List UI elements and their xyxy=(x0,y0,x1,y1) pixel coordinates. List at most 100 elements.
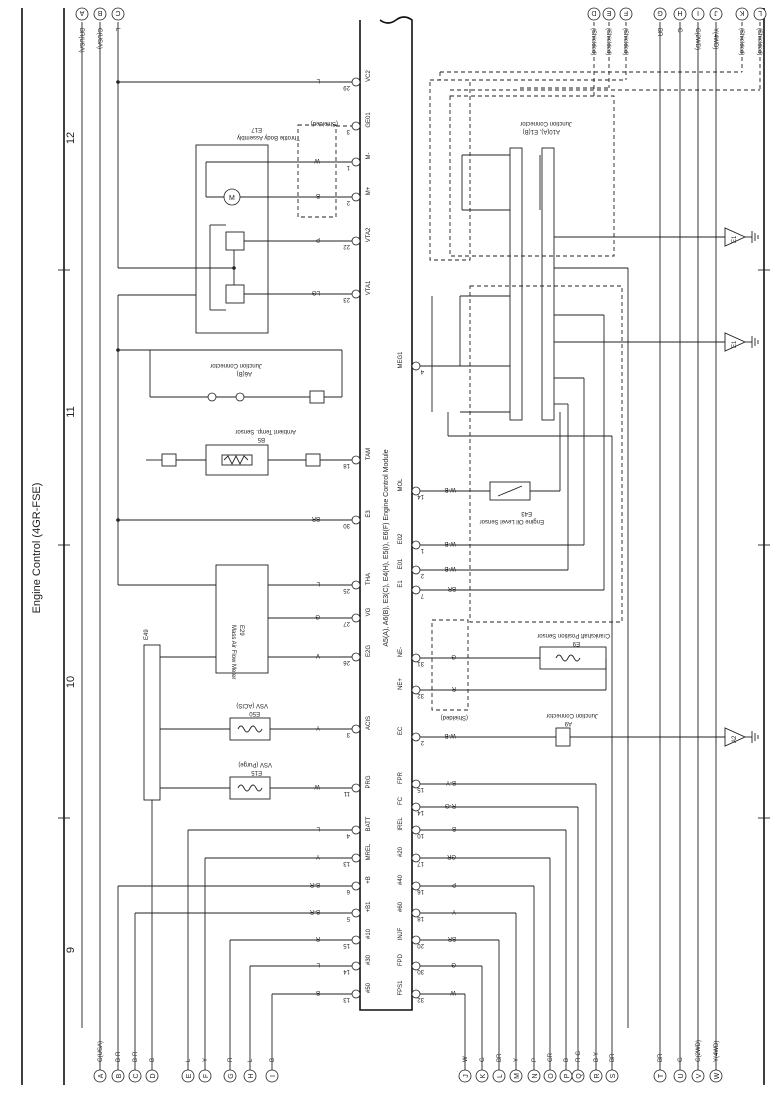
svg-text:BR: BR xyxy=(658,1053,664,1062)
bottom-connector-K: KG xyxy=(475,1028,489,1083)
ecm-pin-name: THA xyxy=(366,573,372,585)
top-connector-A: ABR(USA) xyxy=(75,7,89,53)
ecm-pin-name: +B xyxy=(366,876,372,884)
svg-text:B: B xyxy=(150,1058,156,1062)
wire-color-label: B-R xyxy=(309,881,320,887)
svg-text:O: O xyxy=(548,1073,555,1079)
ecm-pin-number: 1 xyxy=(420,547,424,553)
svg-text:B: B xyxy=(270,1058,276,1062)
ecm-pin-name: IREL xyxy=(398,817,404,831)
ecm-pin-name: #60 xyxy=(398,901,404,912)
ecm-pin-name: TAM xyxy=(366,448,372,460)
svg-text:Ambient Temp. Sensor: Ambient Temp. Sensor xyxy=(235,428,296,434)
svg-text:B-Y: B-Y xyxy=(594,1052,600,1062)
bottom-connector-I: IB xyxy=(265,1028,279,1083)
bottom-connector-N: NP xyxy=(527,1028,541,1083)
bottom-connector-R: RB-Y xyxy=(589,1028,603,1083)
vsv-acis: E50 VSV (ACIS) xyxy=(160,702,352,741)
svg-text:E: E xyxy=(186,1073,193,1078)
svg-text:G: G xyxy=(228,1073,235,1078)
ecm-pin-name: #10 xyxy=(366,928,372,939)
svg-text:BR: BR xyxy=(656,28,662,37)
engine-oil-level-sensor: E43 Engine Oil Level Sensor xyxy=(420,412,561,524)
ecm-pin-number: 6 xyxy=(346,888,350,894)
svg-text:VSV (Purge): VSV (Purge) xyxy=(238,761,272,767)
svg-text:Y: Y xyxy=(514,1058,520,1062)
wire-color-label: W xyxy=(450,989,456,995)
wire-color-label: P xyxy=(316,236,320,242)
top-connector-C: CL xyxy=(111,7,125,32)
bottom-left-wires xyxy=(117,829,352,1028)
svg-text:G(2WD): G(2WD) xyxy=(694,28,700,50)
bottom-connector-O: OGR xyxy=(543,1028,557,1083)
ecm-pin-number: 32 xyxy=(417,996,424,1002)
ecm-pin-ne: NE-31G xyxy=(398,647,456,666)
svg-text:B: B xyxy=(97,9,102,16)
wire-color-label: R xyxy=(451,685,456,691)
svg-text:D: D xyxy=(150,1073,157,1078)
bottom-connector-S: SBR xyxy=(605,1028,619,1083)
svg-text:L: L xyxy=(248,1058,254,1062)
ecm-pin-number: 18 xyxy=(417,915,424,921)
wire-color-label: G xyxy=(451,653,456,659)
wire-color-label: V xyxy=(316,652,320,658)
ecm-pin-name: MOL xyxy=(398,478,404,492)
svg-text:G: G xyxy=(676,28,682,33)
ecm-pin-name: NE+ xyxy=(398,678,404,690)
svg-text:W: W xyxy=(714,1072,721,1079)
svg-text:F: F xyxy=(203,1074,210,1078)
top-connector-B: BG(USA) xyxy=(93,7,107,49)
bottom-connector-H: HL xyxy=(243,1028,257,1083)
svg-text:V: V xyxy=(696,1073,703,1078)
ecm-pin-b: +B 6 B-R xyxy=(309,876,372,894)
junction-e49: E49 xyxy=(143,629,161,1028)
svg-text:A9: A9 xyxy=(564,720,572,726)
ecm-label: A5(A), A6(B), E3(C), E4(H), E5(I), E6(F)… xyxy=(383,449,390,646)
wire-color-label: G xyxy=(451,961,456,967)
ecm-pin-number: 2 xyxy=(346,199,350,205)
ecm-pin-number: 32 xyxy=(417,692,424,698)
svg-text:R-G: R-G xyxy=(576,1051,582,1062)
wire-color-label: Y xyxy=(316,724,320,730)
svg-text:F: F xyxy=(624,9,628,16)
left-vertical-wires xyxy=(81,22,352,1028)
svg-text:E49: E49 xyxy=(144,629,150,640)
svg-text:P: P xyxy=(564,1073,571,1078)
ecm-pin-name: PRG xyxy=(366,775,372,788)
throttle-body-assembly: E17 Throttle Body Assembly M xyxy=(195,126,300,334)
svg-text:Y(4WD): Y(4WD) xyxy=(712,28,718,49)
ecm-block: A5(A), A6(B), E3(C), E4(H), E5(I), E6(F)… xyxy=(359,16,413,1011)
ecm-right-pins: MEG14MOL14W-BE021W-BE012W-BE17BRNE-31GNE… xyxy=(398,351,456,1002)
ecm-pin-number: 11 xyxy=(343,790,350,796)
ecm-pin-number: 2 xyxy=(420,739,424,745)
ecm-pin-name: FC xyxy=(398,796,404,805)
svg-text:E50: E50 xyxy=(249,710,260,716)
svg-text:L: L xyxy=(186,1058,192,1062)
svg-text:J: J xyxy=(463,1074,470,1078)
svg-text:Y: Y xyxy=(203,1058,209,1062)
wire-color-label: BR xyxy=(447,935,456,941)
wire-color-label: W-B xyxy=(444,540,456,546)
svg-text:(Shielded): (Shielded) xyxy=(311,120,338,126)
bottom-connector-A: AG(USA) xyxy=(93,1028,107,1083)
junction-a6b: A6(B) Junction Connector xyxy=(149,350,343,404)
top-connector-D: D(Shielded) xyxy=(587,7,601,55)
ecm-pin-name: FPD xyxy=(398,953,404,966)
vsv-purge: E15 VSV (Purge) xyxy=(160,761,352,800)
svg-text:E43: E43 xyxy=(521,510,532,516)
svg-text:N: N xyxy=(532,1073,539,1078)
wire-color-label: Y xyxy=(452,908,456,914)
svg-text:M: M xyxy=(229,195,235,202)
svg-text:E29: E29 xyxy=(238,625,244,636)
ecm-pin-ne: NE+ 32 R xyxy=(398,678,456,698)
svg-text:A10(A), E1(B): A10(A), E1(B) xyxy=(523,128,560,134)
ecm-pin-number: 20 xyxy=(417,942,424,948)
bottom-connector-Q: QR-G xyxy=(571,1028,585,1083)
